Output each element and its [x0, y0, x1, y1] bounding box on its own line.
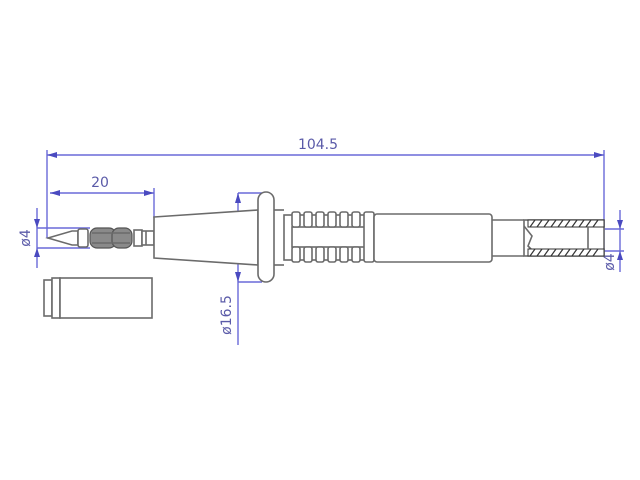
flange-diameter-dimension: ø16.5 — [219, 192, 262, 345]
rear-body — [373, 213, 524, 263]
probe-tip — [45, 227, 155, 249]
overall-length-dimension: 104.5 — [46, 137, 605, 255]
tip-length-label: 20 — [91, 175, 109, 191]
socket-diameter-label: ø4 — [602, 253, 618, 271]
rear-socket — [523, 219, 605, 257]
overall-length-label: 104.5 — [298, 137, 338, 153]
tip-diameter-dimension: ø4 — [18, 208, 90, 268]
flange-diameter-label: ø16.5 — [219, 295, 235, 335]
flange — [257, 191, 284, 283]
tapered-handle — [153, 209, 259, 266]
tip-length-dimension: 20 — [50, 175, 155, 218]
tip-diameter-label: ø4 — [18, 229, 34, 247]
protective-cap — [43, 277, 153, 319]
ribbed-grip — [283, 211, 375, 263]
